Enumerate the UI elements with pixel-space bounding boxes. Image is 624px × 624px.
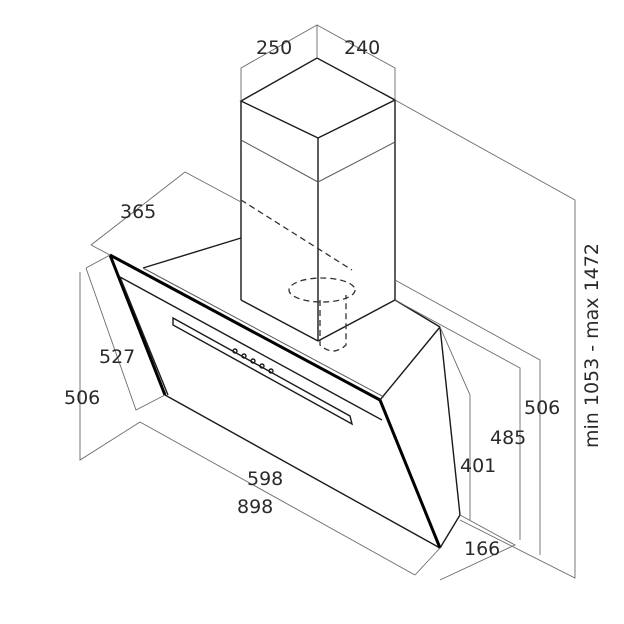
dim-365-ext xyxy=(90,244,111,256)
label-598: 598 xyxy=(247,468,283,490)
chimney xyxy=(239,57,397,342)
duct-ellipse-top xyxy=(288,277,356,303)
dim-max-line xyxy=(394,99,576,579)
glass-inner-left xyxy=(119,276,169,396)
glass-inner-top xyxy=(119,276,383,421)
label-240: 240 xyxy=(344,37,380,59)
control-button-4 xyxy=(259,363,265,369)
label-485: 485 xyxy=(490,427,526,449)
label-506-left: 506 xyxy=(64,387,100,409)
glass-bottom-edge xyxy=(164,394,441,549)
glass-top-edge xyxy=(109,253,381,402)
dimension-lines xyxy=(79,24,576,581)
hidden-duct xyxy=(240,199,356,352)
chimney-top-face xyxy=(239,57,397,139)
chimney-inner-band xyxy=(240,139,396,183)
side-panel-bottom xyxy=(439,514,461,549)
hood-body xyxy=(108,237,461,549)
chimney-bottom-right xyxy=(317,299,396,342)
dim-598-line xyxy=(139,421,416,576)
chimney-bottom-left xyxy=(240,299,319,342)
control-button-3 xyxy=(250,358,256,364)
label-506-right: 506 xyxy=(524,397,560,419)
dim-240-line xyxy=(316,24,396,100)
label-166: 166 xyxy=(464,538,500,560)
control-panel xyxy=(172,316,354,426)
control-buttons xyxy=(232,348,274,374)
glass-right-edge xyxy=(378,399,442,549)
side-panel-front xyxy=(439,326,461,516)
dim-506-right-line xyxy=(394,279,541,555)
label-max-height: min 1053 - max 1472 xyxy=(581,243,603,448)
label-898: 898 xyxy=(237,496,273,518)
dim-598-ext-r xyxy=(414,547,441,576)
control-button-1 xyxy=(232,348,238,354)
duct-cylinder xyxy=(319,295,347,352)
dim-365-line xyxy=(90,171,242,246)
side-panel-back xyxy=(379,326,441,401)
control-button-2 xyxy=(241,353,247,359)
dim-485-line xyxy=(394,299,521,540)
control-button-5 xyxy=(268,368,274,374)
dim-527-line xyxy=(85,267,166,411)
dim-401-line xyxy=(439,326,471,520)
label-401: 401 xyxy=(460,455,496,477)
dimension-labels: 250 240 365 527 506 598 898 401 485 506 … xyxy=(64,37,603,560)
dim-166-line xyxy=(439,514,516,581)
label-527: 527 xyxy=(99,346,135,368)
dim-527-ext xyxy=(85,254,111,269)
label-250: 250 xyxy=(256,37,292,59)
hood-shadow-top xyxy=(142,267,385,398)
dim-506-left-line xyxy=(79,272,141,461)
hidden-chimney-edge xyxy=(240,199,353,271)
glass-left-edge xyxy=(108,254,167,396)
dim-250-line xyxy=(240,24,318,101)
hood-back-top xyxy=(142,237,242,269)
label-365: 365 xyxy=(120,201,156,223)
